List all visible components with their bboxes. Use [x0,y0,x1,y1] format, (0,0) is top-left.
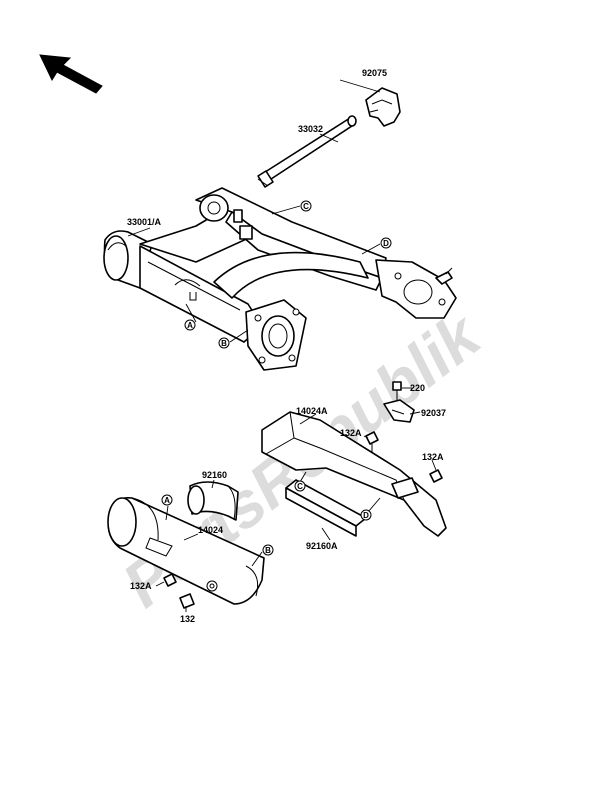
leader-132A-right [431,459,437,471]
pad-92160 [187,481,239,521]
leader-c-upper [271,205,301,215]
label-14024: 14024 [198,525,223,535]
callout-b-lower: B [262,544,274,556]
callout-c-upper: C [300,200,312,212]
callout-d-lower-letter: D [363,511,369,520]
callout-a-lower: A [161,494,173,506]
bolt-132A-upper [365,431,379,452]
leader-92037 [409,411,421,415]
callout-a-lower-letter: A [164,496,170,505]
callout-b-lower-letter: B [265,546,271,555]
cover-14024 [107,496,265,605]
callout-d-lower: D [360,509,372,521]
leader-92160 [211,479,215,489]
pivot-shaft-33032 [257,115,357,188]
leader-14024 [183,533,199,541]
callout-b-upper: B [218,337,230,349]
label-92037: 92037 [421,408,446,418]
leader-b-lower [251,551,263,567]
swing-arm-33001A [103,187,457,371]
leader-14024A [299,413,317,425]
chain-case-14024A [261,411,447,537]
front-direction-arrow-icon [39,54,103,94]
label-14024A: 14024A [296,406,328,416]
label-132: 132 [180,614,195,624]
leader-b-upper [229,329,249,343]
label-92160: 92160 [202,470,227,480]
label-92160A: 92160A [306,541,338,551]
leader-33032 [319,133,339,143]
label-132A-bottom: 132A [130,581,152,591]
label-92075: 92075 [362,68,387,78]
bracket-92037 [383,399,415,423]
bolt-132 [179,593,195,609]
callout-a-upper-letter: A [187,321,193,330]
leader-33001A [127,227,151,237]
callout-d-upper: D [380,237,392,249]
leader-92075 [339,79,381,93]
label-33001A: 33001/A [127,217,162,227]
bolt-132A-right [429,469,443,483]
label-132A-right: 132A [422,452,444,462]
leader-c-lower [299,471,307,483]
leader-a-lower [165,505,169,521]
callout-a-upper: A [184,319,196,331]
leader-132A-bottom [155,581,165,587]
callout-c-upper-letter: C [303,202,309,211]
callout-c-lower-letter: C [297,482,303,491]
leader-d-upper [361,243,381,255]
bolt-132A-bottom [163,573,177,587]
leader-92160A [321,527,331,541]
label-132A-top: 132A [340,428,362,438]
collar-92075 [365,87,401,127]
callout-d-upper-letter: D [383,239,389,248]
bolt-220 [392,381,402,400]
callout-c-lower: C [294,480,306,492]
label-220: 220 [410,383,425,393]
leader-a-upper [185,303,197,323]
leader-132A-top [363,435,369,439]
callout-b-upper-letter: B [221,339,227,348]
leader-d-lower [367,497,381,513]
label-33032: 33032 [298,124,323,134]
